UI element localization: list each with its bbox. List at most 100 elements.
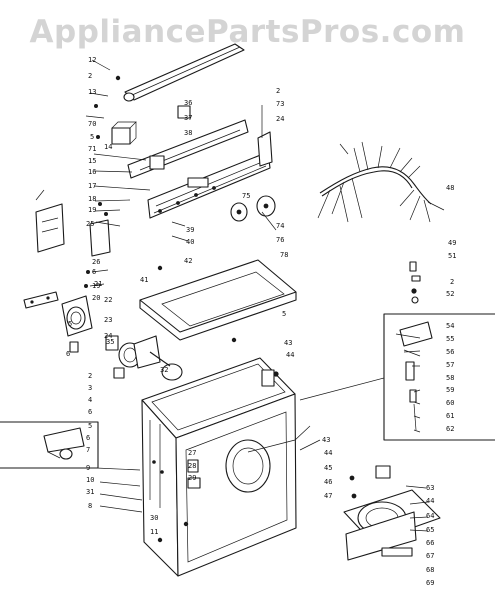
callout: 54 bbox=[446, 322, 454, 330]
callout: 51 bbox=[448, 252, 456, 260]
callout: 6 bbox=[86, 434, 90, 442]
side-bracket-left bbox=[35, 104, 111, 257]
callout: 31 bbox=[86, 488, 94, 496]
callout: 60 bbox=[446, 399, 454, 407]
callout: 2 bbox=[450, 278, 454, 286]
callout: 11 bbox=[150, 528, 158, 536]
callout: 3 bbox=[88, 384, 92, 392]
callout: 21 bbox=[94, 280, 102, 288]
callout: 5 bbox=[68, 320, 72, 328]
pump-fittings bbox=[69, 335, 125, 379]
callout: 42 bbox=[184, 257, 192, 265]
callout: 71 bbox=[88, 145, 96, 153]
callout: 44 bbox=[286, 351, 294, 359]
callout: 2 bbox=[88, 72, 92, 80]
drain-pump bbox=[61, 295, 93, 337]
callout: 9 bbox=[86, 464, 90, 472]
callout: 40 bbox=[186, 238, 194, 246]
switch-blocks bbox=[111, 105, 191, 170]
callout: 58 bbox=[446, 374, 454, 382]
inset-detail-right bbox=[383, 313, 495, 441]
watermark-text: AppliancePartsPros.com bbox=[29, 14, 466, 50]
callout: 76 bbox=[276, 236, 284, 244]
hinge-bracket bbox=[257, 105, 273, 167]
callout: 65 bbox=[426, 526, 434, 534]
callout: 4 bbox=[88, 396, 92, 404]
callout: 78 bbox=[280, 251, 288, 259]
callout: 8 bbox=[88, 502, 92, 510]
callout: 47 bbox=[324, 492, 332, 500]
callout-labels: 12 2 13 70 5 71 15 16 17 18 19 25 26 6 1… bbox=[66, 56, 456, 587]
callout: 73 bbox=[276, 100, 284, 108]
callout: 68 bbox=[426, 566, 434, 574]
callout: 29 bbox=[188, 474, 196, 482]
callout: 36 bbox=[184, 99, 192, 107]
callout: 45 bbox=[324, 464, 332, 472]
callout: 55 bbox=[446, 335, 454, 343]
callout: 18 bbox=[88, 195, 96, 203]
callout: 41 bbox=[140, 276, 148, 284]
callout: 61 bbox=[446, 412, 454, 420]
callout: 43 bbox=[284, 339, 292, 347]
callout: 24 bbox=[104, 332, 112, 340]
callout: 69 bbox=[426, 579, 434, 587]
callout: 59 bbox=[446, 386, 454, 394]
callout: 74 bbox=[276, 222, 284, 230]
callout: 44 bbox=[426, 497, 434, 505]
callout: 48 bbox=[446, 184, 454, 192]
fasteners bbox=[84, 75, 279, 543]
hinge-arm-left bbox=[23, 291, 59, 309]
callout: 14 bbox=[104, 143, 112, 151]
callout: 2 bbox=[276, 87, 280, 95]
callout: 6 bbox=[92, 268, 96, 276]
callout: 39 bbox=[186, 226, 194, 234]
callout: 23 bbox=[104, 316, 112, 324]
washer-lid bbox=[139, 259, 297, 341]
callout: 24 bbox=[276, 115, 284, 123]
callout: 6 bbox=[66, 350, 70, 358]
cabinet-body bbox=[141, 357, 297, 577]
callout: 49 bbox=[448, 239, 456, 247]
callout: 28 bbox=[188, 462, 196, 470]
leader-lines bbox=[85, 59, 429, 532]
callout: 10 bbox=[86, 476, 94, 484]
callout: 44 bbox=[324, 449, 332, 457]
control-knobs bbox=[230, 195, 276, 222]
top-trim-strip bbox=[123, 43, 245, 102]
callout: 66 bbox=[426, 539, 434, 547]
callout: 67 bbox=[426, 552, 434, 560]
console-panel bbox=[147, 151, 271, 219]
callout: 43 bbox=[322, 436, 330, 444]
callout: 6 bbox=[88, 408, 92, 416]
callout: 2 bbox=[88, 372, 92, 380]
callout: 75 bbox=[242, 192, 250, 200]
callout: 64 bbox=[426, 512, 434, 520]
callout: 22 bbox=[104, 296, 112, 304]
callout: 5 bbox=[90, 133, 94, 141]
motor-coupling bbox=[118, 335, 183, 381]
callout: 57 bbox=[446, 361, 454, 369]
callout: 26 bbox=[92, 258, 100, 266]
callout: 32 bbox=[160, 366, 168, 374]
callout: 46 bbox=[324, 478, 332, 486]
callout: 5 bbox=[88, 422, 92, 430]
callout: 15 bbox=[88, 157, 96, 165]
callout: 37 bbox=[184, 114, 192, 122]
callout: 5 bbox=[282, 310, 286, 318]
callout: 56 bbox=[446, 348, 454, 356]
inset-detail-left bbox=[0, 421, 99, 469]
callout: 7 bbox=[86, 446, 90, 454]
callout: 17 bbox=[88, 182, 96, 190]
callout: 70 bbox=[88, 120, 96, 128]
callout: 38 bbox=[184, 129, 192, 137]
callout: 16 bbox=[88, 168, 96, 176]
callout: 19 bbox=[92, 282, 100, 290]
callout: 13 bbox=[88, 88, 96, 96]
small-parts-right bbox=[409, 261, 421, 304]
callout: 12 bbox=[88, 56, 96, 64]
wiring-harness bbox=[317, 141, 445, 223]
callout: 52 bbox=[446, 290, 454, 298]
callout: 30 bbox=[150, 514, 158, 522]
